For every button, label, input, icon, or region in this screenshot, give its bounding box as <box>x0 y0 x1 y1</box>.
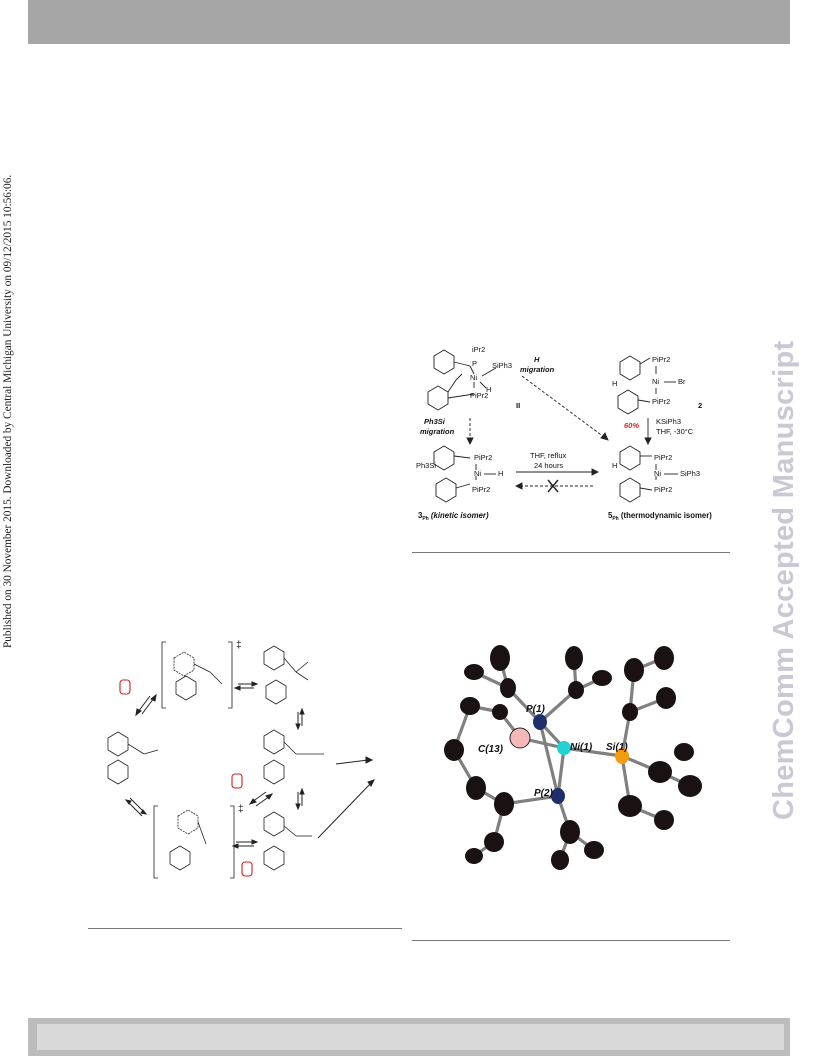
ph3si-migration-line1: Ph3Si <box>424 417 446 426</box>
label-p1: P(1) <box>526 704 546 715</box>
aryl-ring-bl-a <box>433 445 455 471</box>
atom-c13 <box>509 727 531 749</box>
aryl-ring-top-a <box>433 349 455 375</box>
br-ni: Ni <box>654 469 661 478</box>
cycle-bottom-rule <box>88 928 402 929</box>
label-c13: C(13) <box>478 744 504 755</box>
ni-top: Ni <box>470 373 477 382</box>
pipr2-topleft: PiPr2 <box>470 391 488 400</box>
tr-pipr2-b: PiPr2 <box>652 397 670 406</box>
p-top: P <box>472 359 477 368</box>
header-band <box>28 0 790 44</box>
bl-pipr2-b: PiPr2 <box>472 485 490 494</box>
aryl-ring-tr-a <box>619 355 641 381</box>
aryl-ring-top-b <box>427 385 449 411</box>
dagger-bottom: ‡ <box>238 804 244 815</box>
atom-ni1 <box>557 741 571 755</box>
bl-ph3si: Ph3Si <box>416 461 436 470</box>
tr-h: H <box>612 379 617 388</box>
accepted-manuscript-watermark: ChemComm Accepted Manuscript <box>768 340 800 820</box>
atom-p2 <box>551 788 565 804</box>
atom-si1 <box>615 748 629 764</box>
bl-h: H <box>498 469 503 478</box>
aryl-ring-bl-b <box>435 477 457 503</box>
scheme-bottom-rule <box>412 552 730 553</box>
scheme-isomerization: iPr2 P SiPh3 Ni H PiPr2 II H migration P… <box>416 345 712 522</box>
arrow-h-migration <box>521 375 609 441</box>
crystal-structure: P(1) C(13) Ni(1) Si(1) P(2) <box>444 645 702 870</box>
atom-p1 <box>533 714 547 730</box>
br-pipr2-a: PiPr2 <box>654 453 672 462</box>
conditions: THF, -30°C <box>656 427 694 436</box>
caption-5ph: 5Ph (thermodynamic isomer) <box>608 511 712 522</box>
label-p2: P(2) <box>534 788 554 799</box>
reagent: KSiPh3 <box>656 417 681 426</box>
yield: 60% <box>624 421 639 430</box>
br-siph3: SiPh3 <box>680 469 700 478</box>
label-2: 2 <box>698 401 702 410</box>
bl-pipr2-a: PiPr2 <box>474 453 492 462</box>
label-II: II <box>516 401 520 410</box>
mechanism-cycle: ‡ ‡ <box>107 640 375 879</box>
aryl-ring-tr-b <box>617 389 639 415</box>
aryl-ring-br-a <box>619 445 641 471</box>
br-pipr2-b: PiPr2 <box>654 485 672 494</box>
arrow-top-label: THF, reflux <box>530 451 567 460</box>
siph3-top: SiPh3 <box>492 361 512 370</box>
footer-inner <box>37 1024 784 1050</box>
label-si1: Si(1) <box>606 742 628 753</box>
tr-pipr2-a: PiPr2 <box>652 355 670 364</box>
crystal-bottom-rule <box>412 940 730 941</box>
ipr2-top: iPr2 <box>472 345 485 354</box>
marker-red-3 <box>241 861 253 877</box>
arrow-bottom-label: 24 hours <box>534 461 563 470</box>
h-migration-line1: H <box>534 355 540 364</box>
marker-red-2 <box>231 773 243 789</box>
publication-note: Published on 30 November 2015. Downloade… <box>2 174 14 648</box>
marker-red-1 <box>119 679 131 695</box>
bl-ni: Ni <box>474 469 481 478</box>
dagger-top: ‡ <box>236 640 242 651</box>
tr-br: Br <box>678 377 686 386</box>
br-h: H <box>612 461 617 470</box>
tr-ni: Ni <box>652 377 659 386</box>
caption-3ph: 3Ph (kinetic isomer) <box>418 511 489 522</box>
h-migration-line2: migration <box>520 365 555 374</box>
ph3si-migration-line2: migration <box>420 427 455 436</box>
label-ni1: Ni(1) <box>570 742 593 753</box>
aryl-ring-br-b <box>619 477 641 503</box>
h-top: H <box>486 385 491 394</box>
